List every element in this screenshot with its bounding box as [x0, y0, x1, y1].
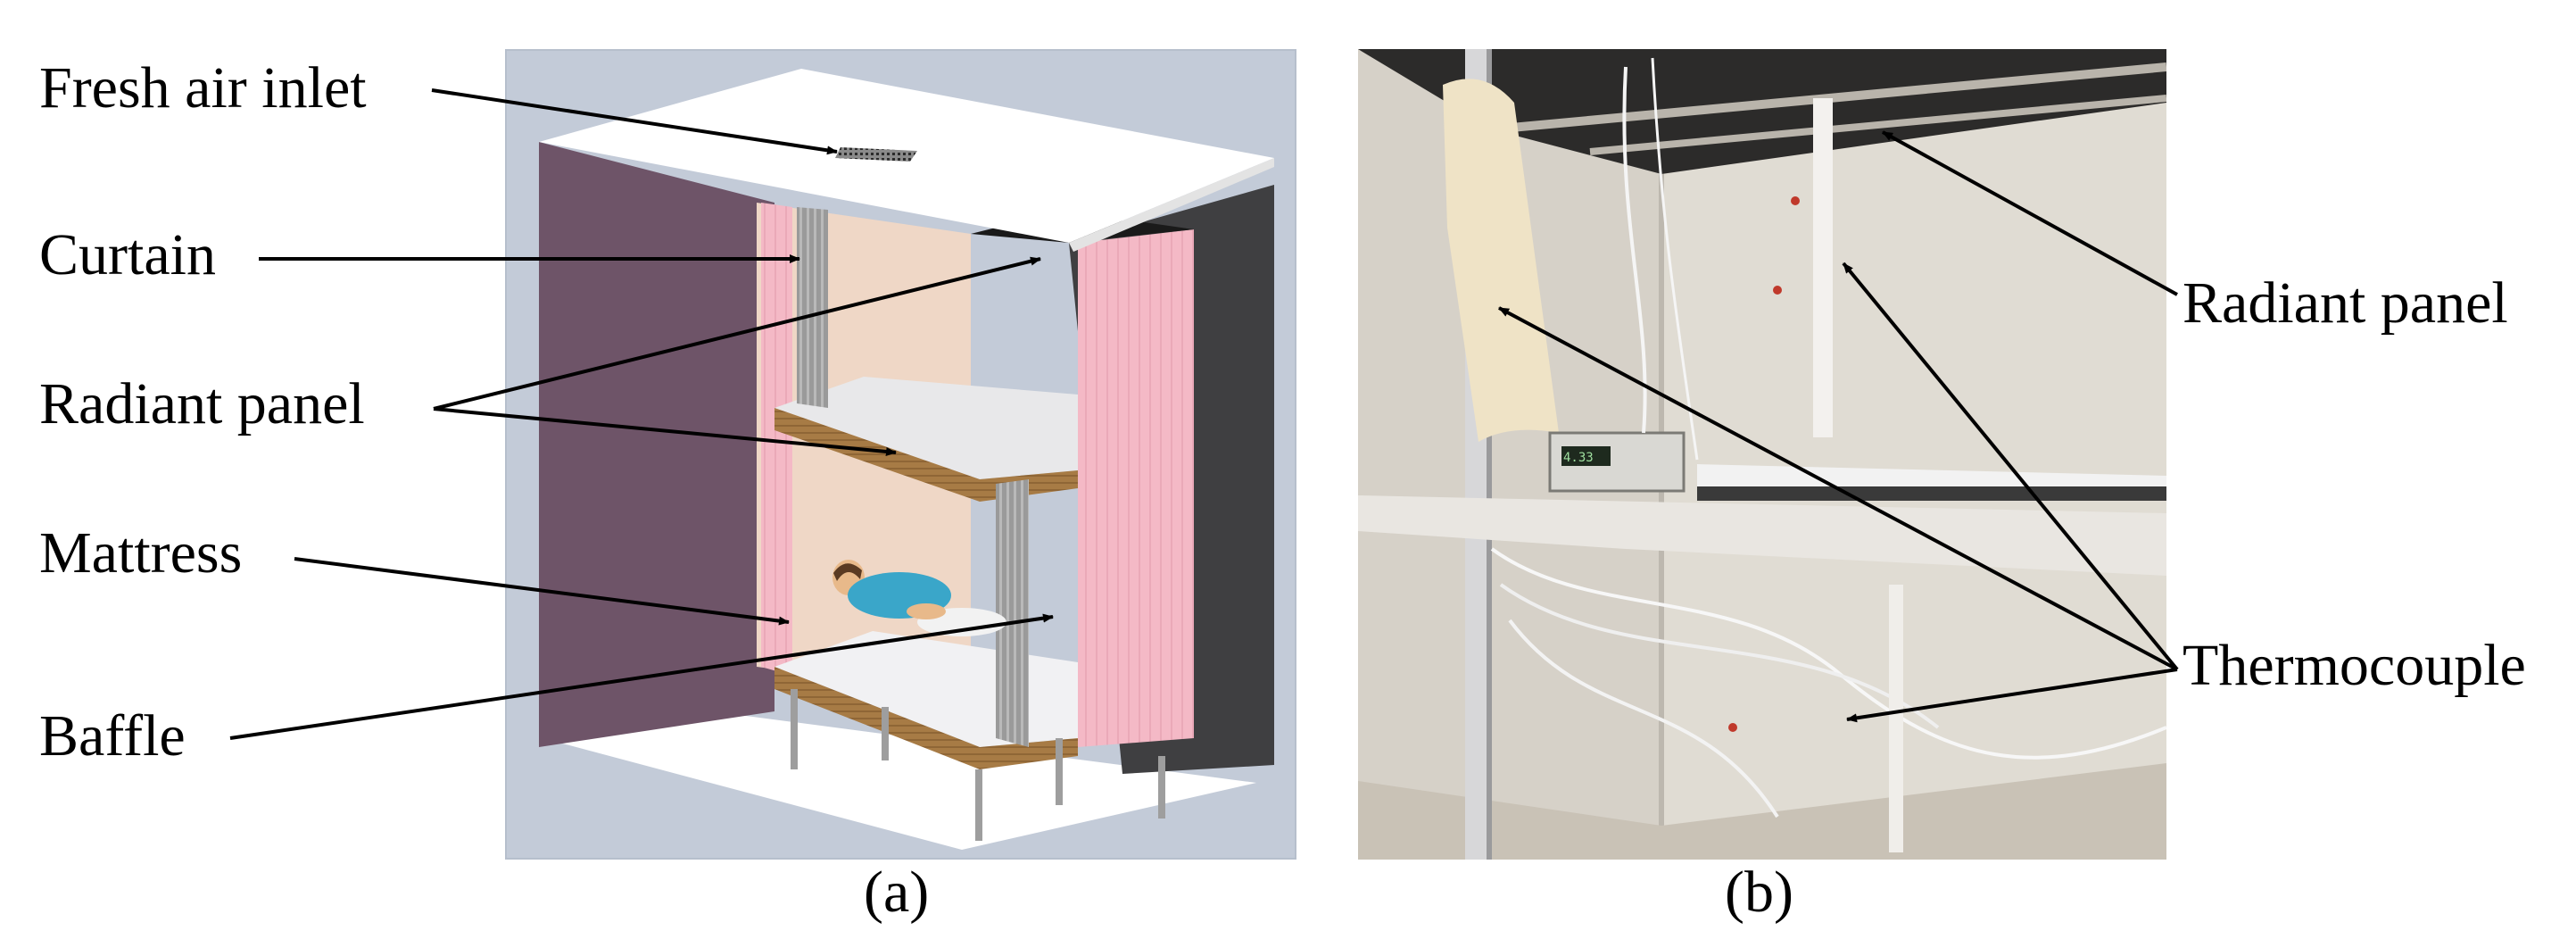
- arrow-thermocouple-lower: [1846, 668, 2178, 723]
- bed-leg: [975, 769, 982, 841]
- bed-leg: [1158, 756, 1165, 819]
- sensor-wires: [1508, 619, 1779, 819]
- model-rendering-panel: [505, 49, 1296, 860]
- bed-leg: [882, 707, 889, 760]
- curtain-upper: [797, 207, 828, 408]
- arrow-thermocouple-strip: [1842, 262, 2179, 671]
- photo-ceiling: [1358, 49, 2166, 174]
- ceiling-edge: [1069, 158, 1274, 252]
- manikin-hair: [833, 563, 862, 581]
- arrow-baffle: [229, 613, 1054, 740]
- photo-radiant-strip: [1813, 98, 1833, 437]
- floor: [543, 711, 1256, 850]
- curtain-lower: [996, 479, 1029, 747]
- caption-b: (b): [1725, 860, 1793, 925]
- arrow-radiant-panel-photo: [1882, 130, 2178, 296]
- photo-dark-strip: [1697, 486, 2166, 501]
- upper-bunk-board: [774, 408, 1078, 502]
- sensor-wires: [1499, 583, 1940, 729]
- label-baffle: Baffle: [39, 703, 186, 769]
- photo-floor: [1358, 763, 2166, 860]
- bed-leg: [791, 689, 798, 769]
- thermocouple-probe: [1773, 286, 1782, 295]
- label-curtain: Curtain: [39, 222, 216, 287]
- label-radiant-panel-left: Radiant panel: [39, 371, 365, 436]
- data-logger-screen: [1561, 446, 1611, 466]
- arrow-thermocouple-post: [1498, 306, 2178, 671]
- arrow-radiant-panel-ceiling: [433, 256, 1041, 411]
- manikin-arm: [907, 603, 946, 619]
- chamber-photo-panel: 4.33: [1358, 49, 2166, 860]
- label-thermocouple: Thermocouple: [2183, 633, 2526, 698]
- label-mattress: Mattress: [39, 520, 243, 586]
- right-partition: [1078, 229, 1194, 747]
- arrow-mattress: [294, 557, 790, 626]
- label-radiant-panel-right: Radiant panel: [2183, 270, 2508, 336]
- thermocouple-probe: [1791, 196, 1800, 205]
- chamber-photo-svg: 4.33: [1358, 49, 2166, 860]
- left-wall: [539, 142, 774, 747]
- bed-leg: [1056, 738, 1063, 805]
- arrow-radiant-panel-bunk: [433, 407, 897, 456]
- lower-bunk-board: [774, 667, 1078, 769]
- arrow-fresh-air-inlet: [431, 88, 838, 155]
- upper-mattress: [774, 377, 1078, 479]
- thermocouple-strip: [1889, 585, 1903, 852]
- thermocouple-probe: [1728, 723, 1737, 732]
- caption-a: (a): [864, 860, 930, 925]
- photo-curtain: [1443, 79, 1559, 443]
- ceiling-beam: [1589, 95, 2166, 155]
- label-fresh-air-inlet: Fresh air inlet: [39, 55, 367, 120]
- data-logger-readout: 4.33: [1563, 451, 1594, 465]
- fresh-air-grille: [835, 147, 917, 162]
- frame-post-shadow: [1487, 49, 1492, 860]
